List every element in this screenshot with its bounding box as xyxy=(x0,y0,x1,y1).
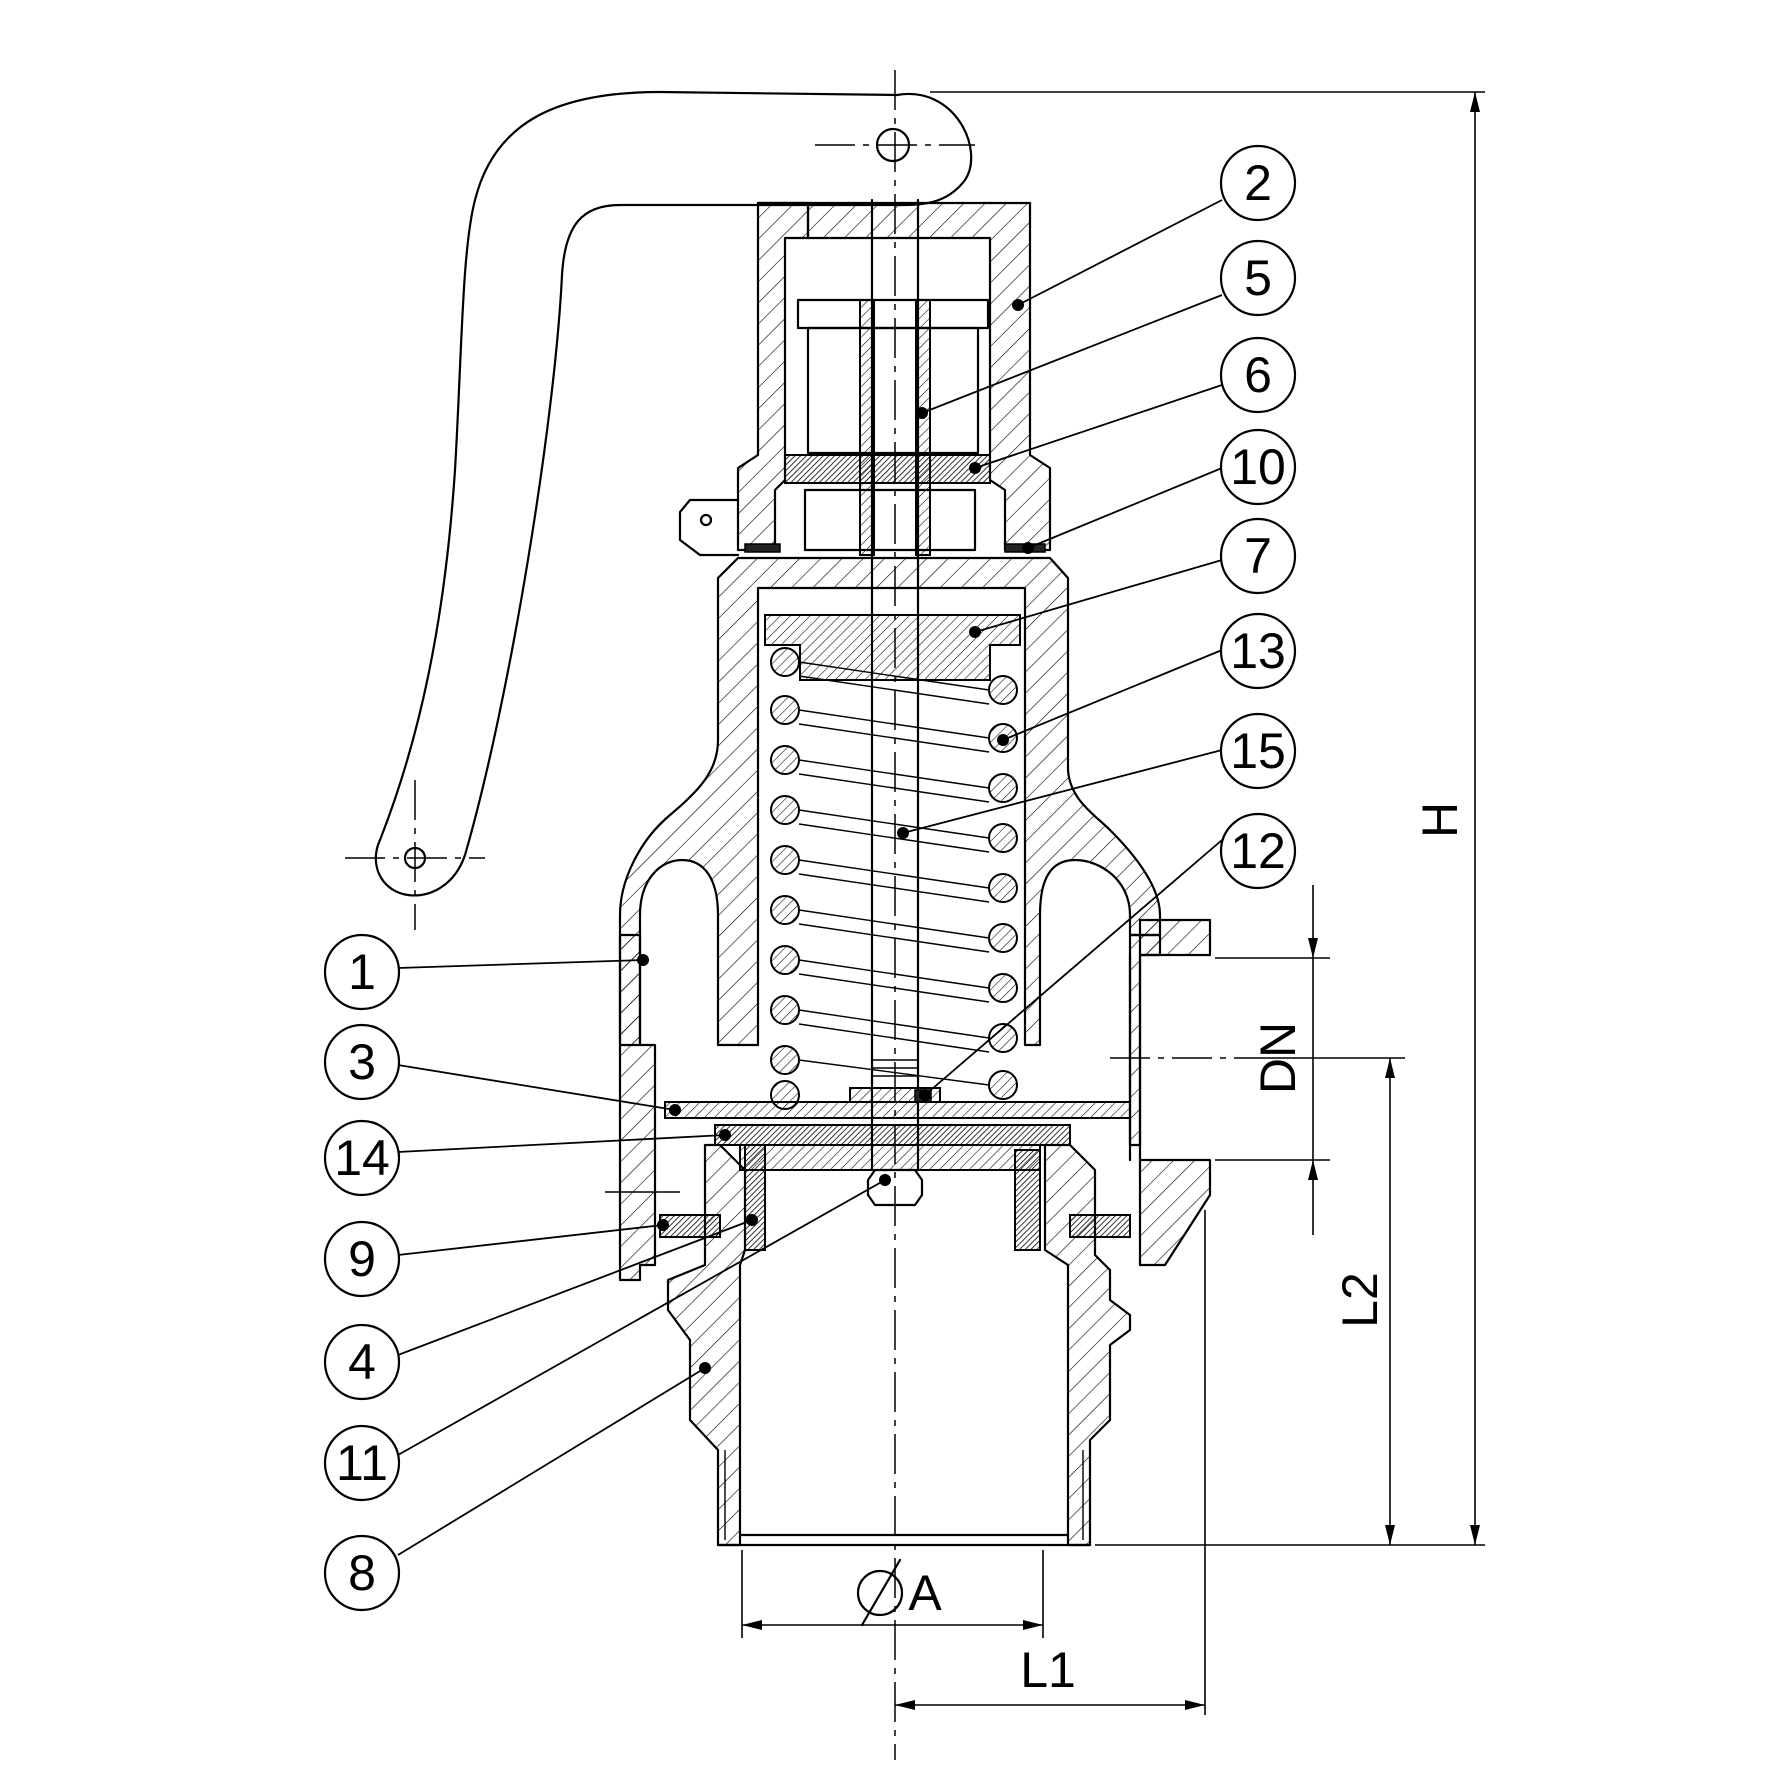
callout-number-5: 5 xyxy=(1244,250,1272,306)
callout-number-15: 15 xyxy=(1230,723,1286,779)
dimension-lines xyxy=(741,91,1485,1715)
callout-number-10: 10 xyxy=(1230,439,1286,495)
callout-balloon-11: 11 xyxy=(323,1424,401,1502)
callout-leaders xyxy=(397,199,1223,1556)
callout-balloon-4: 4 xyxy=(323,1323,401,1401)
callout-number-2: 2 xyxy=(1244,155,1272,211)
valve-body xyxy=(618,556,1212,1282)
dimension-l2-label: L2 xyxy=(1332,1272,1388,1328)
callout-balloon-3: 3 xyxy=(323,1023,401,1101)
callout-number-4: 4 xyxy=(348,1334,376,1390)
callout-number-8: 8 xyxy=(348,1545,376,1601)
dimension-height-label: H xyxy=(1412,802,1468,838)
valve-stem xyxy=(859,198,931,1172)
callout-number-11: 11 xyxy=(336,1435,388,1491)
dimension-dn-label: DN xyxy=(1250,1022,1306,1094)
callout-number-14: 14 xyxy=(334,1130,390,1186)
callout-balloon-7: 7 xyxy=(1219,517,1297,595)
inlet-nozzle xyxy=(666,1143,1132,1547)
spring xyxy=(770,647,1018,1110)
callout-number-3: 3 xyxy=(348,1034,376,1090)
spring-nut xyxy=(784,454,991,552)
callout-number-1: 1 xyxy=(348,944,376,1000)
upper-spring-plate xyxy=(764,614,1021,681)
callout-number-6: 6 xyxy=(1244,347,1272,403)
callout-balloon-10: 10 xyxy=(1219,428,1297,506)
disc-assembly xyxy=(664,1087,1131,1251)
callout-balloon-8: 8 xyxy=(323,1534,401,1612)
callout-balloon-1: 1 xyxy=(323,933,401,1011)
callout-balloon-14: 14 xyxy=(323,1119,401,1197)
dimension-diameter-label: A xyxy=(908,1565,942,1621)
callout-number-9: 9 xyxy=(348,1231,376,1287)
callout-balloon-2: 2 xyxy=(1219,144,1297,222)
callout-balloon-6: 6 xyxy=(1219,336,1297,414)
callout-balloon-9: 9 xyxy=(323,1220,401,1298)
dimension-l1-label: L1 xyxy=(1020,1642,1076,1698)
callout-balloon-13: 13 xyxy=(1219,612,1297,690)
callout-balloon-12: 12 xyxy=(1219,812,1297,890)
cap-gasket xyxy=(744,543,781,553)
callout-number-12: 12 xyxy=(1230,823,1286,879)
callout-number-13: 13 xyxy=(1230,623,1286,679)
callout-balloon-5: 5 xyxy=(1219,239,1297,317)
cap-tab xyxy=(678,498,740,557)
callout-number-7: 7 xyxy=(1244,528,1272,584)
callout-balloon-15: 15 xyxy=(1219,712,1297,790)
cap xyxy=(736,201,1052,552)
centerlines xyxy=(345,70,1240,1760)
